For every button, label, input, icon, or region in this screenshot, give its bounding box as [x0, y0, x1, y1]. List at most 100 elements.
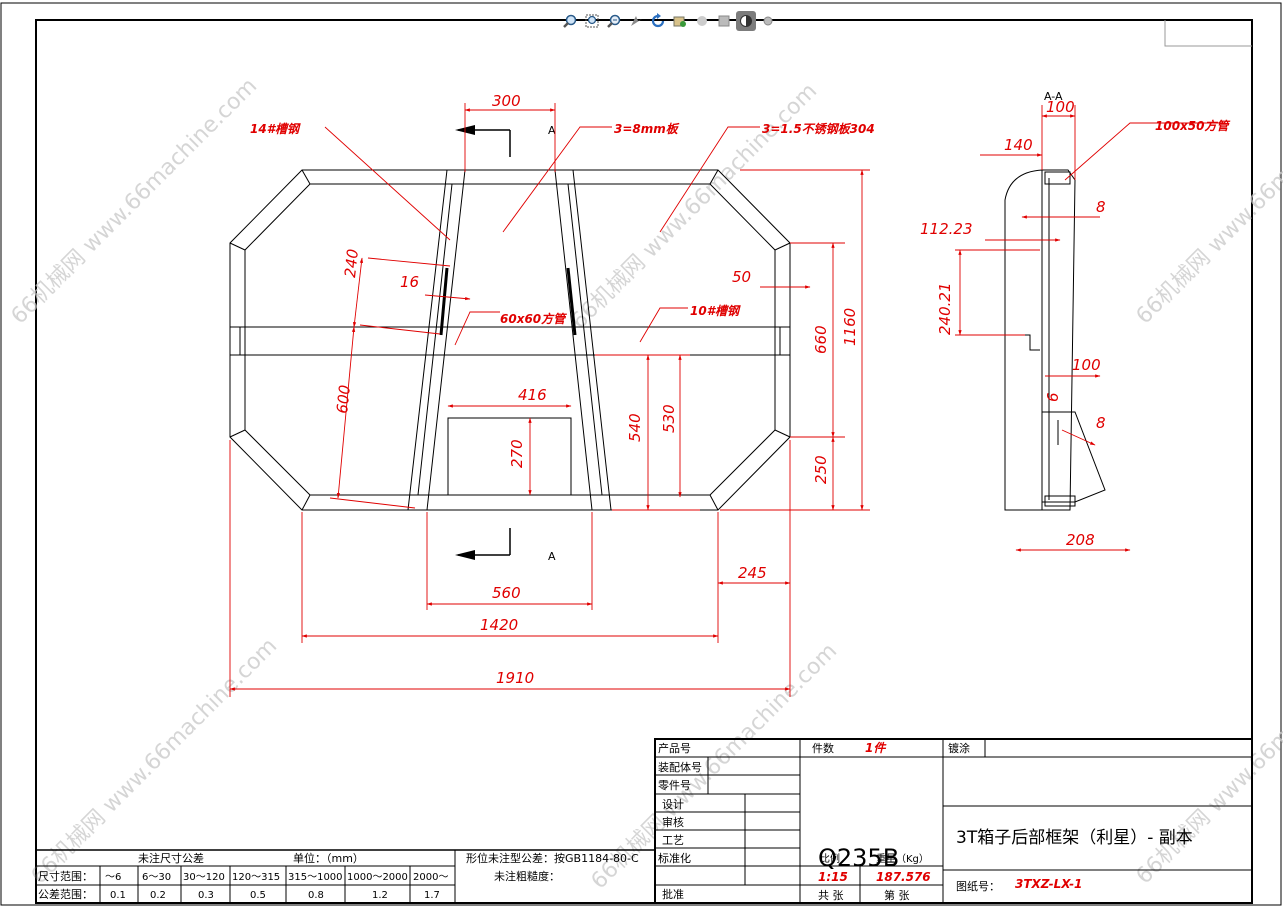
rotate-button[interactable] [648, 11, 668, 31]
tb-design: 设计 [662, 798, 684, 811]
dim-6: 6 [1044, 392, 1062, 402]
view-orientation-button[interactable] [736, 11, 756, 31]
view-toolbar [560, 8, 778, 34]
watermark: 66机械网 www.66machine.com [27, 634, 283, 890]
tol-value: 0.1 [110, 890, 126, 901]
tb-review: 审核 [662, 815, 684, 829]
tolerance-texts: 未注尺寸公差 单位：（mm） 形位未注型公差：按GB1184-80-C 未注粗糙… [38, 851, 639, 901]
section-view-title: A-A [1044, 90, 1063, 103]
drawing-title: 3T箱子后部框架（利星）- 副本 [956, 828, 1193, 848]
section-view [1004, 169, 1106, 511]
settings-button[interactable] [758, 11, 778, 31]
dim-100a: 100 [1046, 98, 1075, 116]
tb-product-no: 产品号 [658, 741, 691, 755]
tol-value: 1.2 [372, 890, 388, 901]
watermark: 66机械网 www.66machine.com [1132, 634, 1283, 890]
dim-1910: 1910 [496, 669, 534, 687]
zoom-in-out-button[interactable] [604, 11, 624, 31]
section-marker-bottom: A [455, 528, 556, 563]
tolerance-table [35, 849, 656, 904]
label-channel14: 14#槽钢 [250, 122, 301, 136]
dim-540: 540 [626, 413, 644, 442]
tb-standard: 标准化 [658, 851, 691, 865]
title-block-texts: 产品号 装配体号 零件号 设计 审核 工艺 标准化 批准 件数 1件 镀涂 Q2… [658, 741, 1193, 902]
dim-50: 50 [732, 268, 751, 286]
dim-416: 416 [518, 386, 547, 404]
tb-weight-label: 重量（Kg） [876, 852, 929, 865]
tb-part-no: 零件号 [658, 779, 691, 792]
tol-value: 1.7 [424, 890, 440, 901]
tb-sheet-total: 共 张 [818, 889, 844, 902]
tol-value: 0.2 [150, 890, 166, 901]
tol-range: 2000～ [413, 872, 448, 883]
front-dimensions [229, 103, 870, 697]
section-marker-top: A [455, 124, 556, 157]
dim-1420: 1420 [480, 616, 518, 634]
sheet-border [35, 19, 1253, 904]
tol-range: 6～30 [142, 872, 171, 883]
tb-process: 工艺 [662, 834, 684, 847]
tb-weight-value: 187.576 [876, 870, 931, 884]
pan-icon [631, 16, 642, 26]
dim-300: 300 [492, 92, 521, 110]
dim-240b: 240.21 [936, 283, 954, 336]
display-style-button[interactable] [714, 11, 734, 31]
zoom-area-button[interactable] [582, 11, 602, 31]
tb-coating-label: 镀涂 [948, 741, 970, 755]
tol-range: 315～1000 [288, 872, 343, 883]
label-plate: 3=8mm板 [614, 122, 680, 136]
section-label: A [548, 550, 556, 563]
dim-140: 140 [1004, 136, 1033, 154]
section-label: A [548, 124, 556, 137]
front-view [229, 169, 791, 511]
zoom-to-fit-button[interactable] [560, 11, 580, 31]
view-orientation-icon [740, 15, 752, 27]
select-button[interactable] [670, 11, 690, 31]
tol-roughness: 未注粗糙度： [494, 869, 560, 883]
zoom-to-fit-icon [563, 14, 577, 28]
tol-row1-label: 尺寸范围： [38, 869, 93, 883]
label-tube60: 60x60方管 [500, 312, 567, 326]
tb-qty-value: 1件 [865, 741, 887, 755]
label-tube100: 100x50方管 [1155, 119, 1230, 133]
select-icon [673, 16, 686, 27]
pan-button[interactable] [626, 11, 646, 31]
hide-show-icon [697, 16, 707, 26]
tb-assembly-no: 装配体号 [658, 760, 702, 774]
tol-value: 0.5 [250, 890, 266, 901]
zoom-area-icon [585, 14, 599, 28]
dim-8a: 8 [1096, 198, 1106, 216]
label-channel10: 10#槽钢 [690, 304, 741, 318]
tol-value: 0.3 [198, 890, 214, 901]
tol-geo: 形位未注型公差：按GB1184-80-C [466, 851, 639, 865]
tb-sheet-no: 第 张 [884, 888, 910, 902]
settings-icon [763, 16, 773, 26]
tol-unit: 单位：（mm） [293, 851, 364, 865]
front-dim-texts: 300 1910 1420 560 245 416 270 540 530 66… [250, 92, 875, 687]
title-block [654, 738, 1253, 904]
dim-112: 112.23 [920, 220, 973, 238]
dim-250: 250 [812, 455, 830, 484]
tol-value: 0.8 [308, 890, 324, 901]
dim-1160: 1160 [841, 308, 859, 346]
hide-show-button[interactable] [692, 11, 712, 31]
dim-560: 560 [492, 584, 521, 602]
dim-270: 270 [508, 439, 526, 468]
zoom-in-out-icon [607, 14, 621, 28]
display-style-icon [718, 15, 730, 27]
dim-16: 16 [400, 273, 419, 291]
dim-245: 245 [738, 564, 767, 582]
tol-range: 120～315 [232, 872, 280, 883]
tb-scale-value: 1:15 [818, 870, 848, 884]
section-dimensions [955, 105, 1225, 552]
tol-range: 1000～2000 [347, 872, 408, 883]
tol-range: 30～120 [183, 872, 225, 883]
label-plate304: 3=1.5不锈钢板304 [762, 122, 875, 136]
dim-240: 240 [341, 248, 362, 278]
dim-100b: 100 [1072, 356, 1101, 374]
tb-qty-label: 件数 [812, 742, 834, 755]
rotate-icon [651, 13, 665, 28]
tb-drawing-no: 3TXZ-LX-1 [1015, 877, 1082, 891]
tb-drawing-no-label: 图纸号： [956, 880, 1000, 893]
